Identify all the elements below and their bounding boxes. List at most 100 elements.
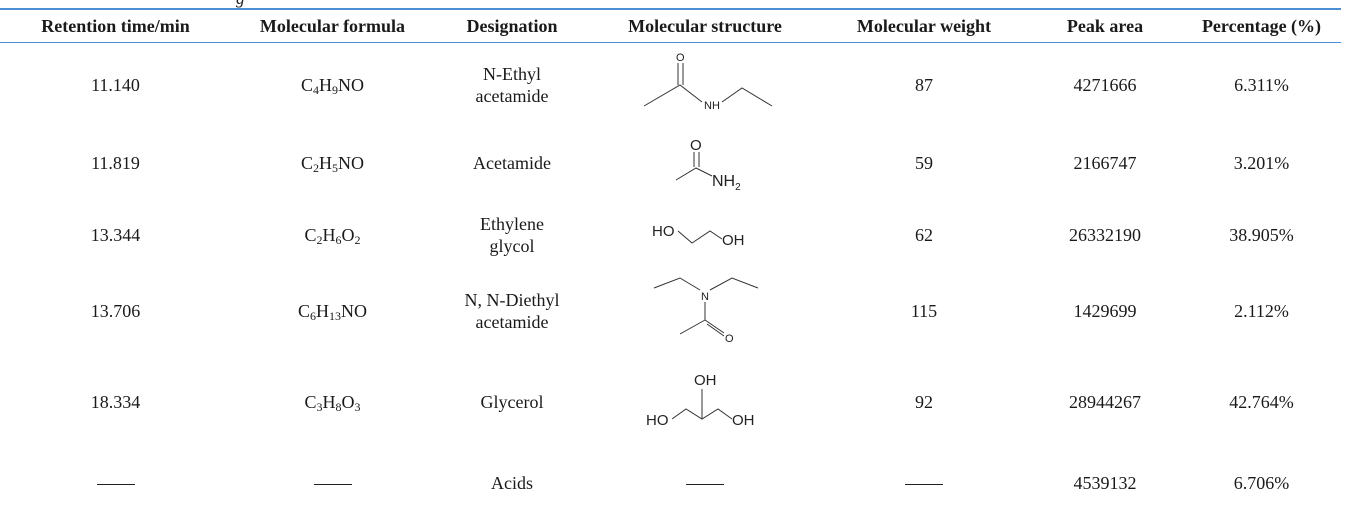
retention-time-cell [0,452,231,504]
bond [709,277,759,291]
molecular-structure-cell: HO OH [590,199,820,270]
designation-cell: Glycerol [434,352,590,452]
oh-group: OH [732,412,755,429]
percentage-cell: 6.311% [1234,74,1289,95]
formula-subscript: 6 [310,309,316,323]
molecular-structure-cell: OH HO OH [590,352,820,452]
retention-time-cell: 13.706 [90,301,141,321]
subscript-2: 2 [735,182,741,192]
nh-text: NH [712,173,735,190]
oxygen-atom: O [725,333,734,345]
designation-cell: Acetamide [434,127,590,199]
header-percentage: Percentage (%) [1201,15,1322,36]
empty-dash [313,484,352,486]
percentage-cell: 2.112% [1234,301,1289,321]
bond [653,277,701,291]
molecular-formula-cell: C3H8O3 [304,392,361,414]
retention-time-cell: 11.819 [91,153,140,173]
formula-subscript: 4 [313,82,319,97]
designation-cell: N, N-Diethyl acetamide [434,270,590,352]
header-molecular-formula: Molecular formula [259,15,406,36]
header-retention-time: Retention time/min [41,15,190,36]
molecular-formula-cell: C2H6O2 [304,224,361,247]
header-peak-area: Peak area [1066,15,1144,36]
molecular-weight-cell: 59 [915,153,933,173]
designation-line: Glycerol [480,392,544,412]
table-row: Acids 4539132 6.706% [0,452,1341,504]
table-row: 13.344 C2H6O2 Ethylene glycol HO OH 62 2… [0,199,1341,270]
molecular-weight-cell [820,452,1028,504]
table-header-rule [0,42,1341,43]
percentage-cell: 42.764% [1229,392,1294,412]
oxygen-atom: O [690,137,702,154]
retention-time-cell: 11.140 [91,74,140,95]
percentage-cell: 3.201% [1233,153,1290,173]
molecular-structure-cell: O NH2 [590,127,820,199]
bond [675,167,713,181]
peak-area-cell: 4539132 [1073,473,1137,493]
empty-dash [686,484,724,486]
header-molecular-structure: Molecular structure [628,15,782,36]
ho-group: HO [652,223,675,240]
molecular-formula-cell: C4H9NO [300,74,364,97]
header-designation: Designation [466,15,558,36]
glycerol-structure: OH HO OH [646,372,755,429]
empty-dash [905,484,943,486]
molecular-structure-cell [590,452,820,504]
molecular-weight-cell: 92 [915,392,933,412]
retention-time-cell: 13.344 [90,224,141,245]
table-row: 18.334 C3H8O3 Glycerol OH HO OH 92 28944… [0,352,1341,452]
oh-group: OH [722,232,745,249]
formula-subscript: 2 [316,232,323,247]
table-row: 13.706 C6H13NO N, N-Diethyl acetamide N … [0,270,1341,352]
table-caption-clipped: g [0,0,1347,8]
percentage-cell: 6.706% [1233,473,1290,493]
designation-line: acetamide [475,312,549,332]
formula-subscript: 2 [354,232,361,247]
molecular-formula-cell: C6H13NO [297,301,367,323]
retention-time-cell: 18.334 [90,392,141,412]
nitrogen-atom: N [701,291,709,303]
molecular-formula-cell: C2H5NO [300,153,364,175]
bond [643,83,703,106]
compound-table: Retention time/min Molecular formula Des… [0,10,1341,504]
formula-subscript: 6 [335,232,342,247]
nh-group: NH [704,100,720,112]
molecular-structure-cell: N O [590,270,820,352]
nh2-group: NH2 [712,173,741,192]
designation-line: N-Ethyl [483,63,541,84]
molecular-formula-cell [231,452,434,504]
designation-line: Ethylene [480,213,544,234]
ethylene-glycol-structure: HO OH [652,223,745,249]
peak-area-cell: 4271666 [1073,74,1137,95]
percentage-cell: 38.905% [1229,224,1294,245]
designation-line: glycol [489,235,535,256]
formula-subscript: 13 [329,309,341,323]
molecular-structure-cell: O NH [590,42,820,127]
peak-area-cell: 2166747 [1073,153,1137,173]
header-molecular-weight: Molecular weight [856,15,992,36]
formula-subscript: 9 [332,82,338,97]
bond [679,319,706,335]
oh-top-group: OH [694,372,717,389]
designation-cell: Acids [434,452,590,504]
formula-subscript: 3 [316,400,323,414]
formula-subscript: 5 [332,161,338,175]
designation-line: acetamide [475,85,549,106]
ho-group: HO [646,412,669,429]
bond [721,86,773,106]
designation-line: N, N-Diethyl [464,290,560,310]
formula-subscript: 3 [354,400,361,414]
peak-area-cell: 1429699 [1073,301,1137,321]
acetamide-structure: O NH2 [675,137,741,192]
n-n-diethyl-acetamide-structure: N O [653,277,759,345]
designation-line: Acids [491,473,533,493]
n-ethyl-acetamide-structure: O NH [643,52,773,112]
table-row: 11.819 C2H5NO Acetamide O NH2 59 2166747… [0,127,1341,199]
formula-subscript: 2 [313,161,319,175]
header-row: Retention time/min Molecular formula Des… [0,10,1341,42]
bond [704,319,725,334]
molecular-weight-cell: 87 [915,74,933,95]
table-top-rule [0,8,1341,10]
oxygen-atom: O [676,52,685,64]
